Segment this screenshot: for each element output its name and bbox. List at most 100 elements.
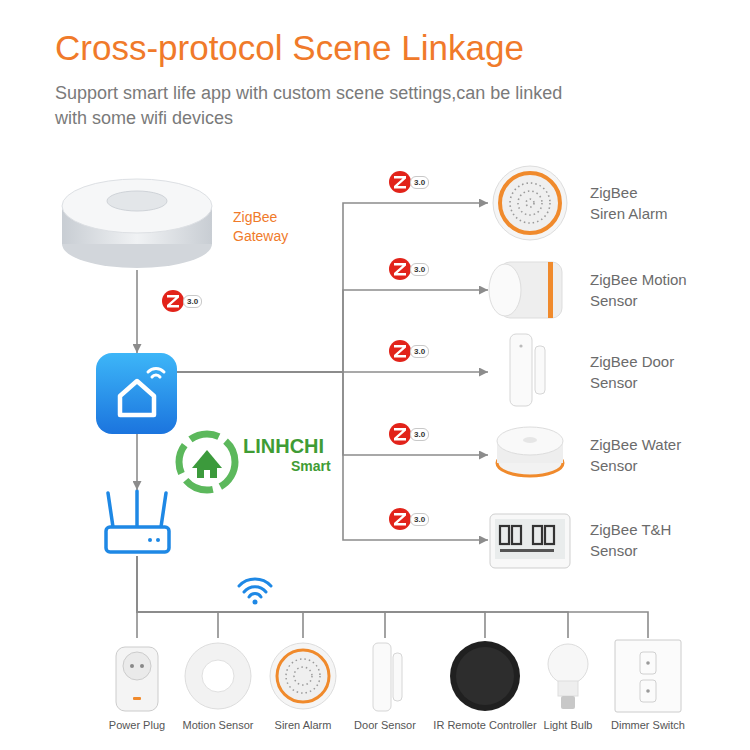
zigbee-logo-mark [394,263,406,276]
picture-area [100,638,174,718]
wifi-arc [249,594,261,597]
zigbee-logo [388,507,412,531]
app-house [120,381,154,415]
zigbee-siren-picture [493,166,567,240]
siren-grille [510,183,550,223]
plug-hole [130,664,134,668]
bulb-neck [558,681,578,696]
ir-body [450,641,520,711]
connector [177,372,488,540]
zigbee-logo [388,422,412,446]
switch-key [640,652,656,674]
picture-area [181,638,255,718]
plug-socket [123,652,151,680]
wifi-symbol [239,579,271,604]
zigbee-badge: 3.0 [388,257,429,281]
door-magnet [535,346,545,394]
ir-remote-picture [450,641,520,711]
connector [136,270,138,353]
th-body [490,514,570,568]
plug-button [133,697,141,700]
gateway-button [107,191,167,211]
router-antenna [161,493,166,527]
connector [177,290,488,372]
motion-lens [489,264,521,316]
door-sensor-body [373,643,391,711]
siren-grille [286,659,320,693]
app-tile [96,353,177,434]
router-led [148,538,152,542]
connector [177,372,488,455]
watermark-text: LINHCHI [243,435,324,457]
gateway-top [62,179,212,233]
wifi-device: Dimmer Switch [611,638,685,732]
gateway-device [62,179,212,268]
wifi-device: Door Sensor [348,638,422,732]
app-signal [148,369,164,372]
gateway-node: ZigBee Gateway [60,158,295,270]
switch-mark [646,661,650,665]
zigbee-logo [161,289,185,313]
node-label: Motion Sensor [183,718,254,732]
plug-body [116,647,158,711]
zigbee-logo [388,257,412,281]
zigbee-logo-mark [394,345,406,358]
th-digit [500,526,509,544]
siren-body [493,166,567,240]
connector [137,556,648,638]
switch-key [640,680,656,702]
node-label: ZigBee Motion Sensor [590,269,690,311]
door-magnet [393,653,402,701]
logo-house [197,466,217,478]
zigbee-device: ZigBee Water Sensor [488,415,690,495]
switch-plate [615,640,681,712]
protocol-version: 3.0 [410,263,429,276]
light-bulb-picture [548,644,588,709]
dimmer-switch-picture [615,640,681,712]
motion-lens [202,660,234,692]
protocol-version: 3.0 [410,428,429,441]
node-label: ZigBee Water Sensor [590,434,690,476]
zigbee-door-picture [510,334,545,406]
water-button [523,437,537,443]
router-led [156,538,160,542]
wifi-device: Power Plug [100,638,174,732]
zigbee-logo-mark [394,428,406,441]
door-sensor-body [510,334,532,406]
switch-mark [646,689,650,693]
water-top [497,427,563,455]
siren-picture [270,643,336,709]
zigbee-logo-mark [167,295,179,308]
motion-body [185,643,251,709]
picture-area [266,638,340,718]
protocol-version: 3.0 [410,176,429,189]
logo-door [204,470,210,478]
logo-roof [192,450,222,468]
node-label: ZigBee Siren Alarm [590,182,674,224]
picture-area [488,500,576,580]
app-icon [96,353,177,434]
zigbee-badge: 3.0 [388,507,429,531]
power-plug-picture [116,647,158,711]
protocol-version: 3.0 [410,345,429,358]
zigbee-badge: 3.0 [388,422,429,446]
wifi-arc [244,587,266,592]
connector [137,556,568,638]
title: Cross-protocol Scene Linkage [55,27,524,69]
siren-body [270,643,336,709]
zigbee-device: ZigBee Motion Sensor [488,250,690,330]
siren-ring [500,173,560,233]
th-bar [500,549,554,552]
wifi-arc [239,579,271,586]
connector [137,556,385,638]
siren-grille [518,191,542,215]
node-label: Door Sensor [354,718,416,732]
zigbee-device: ZigBee Door Sensor [488,332,690,412]
node-label: Light Bulb [544,718,593,732]
picture-area [488,415,576,495]
connectors [137,203,648,638]
app-signal [152,375,160,377]
siren-ring [277,650,329,702]
picture-area [488,332,576,412]
